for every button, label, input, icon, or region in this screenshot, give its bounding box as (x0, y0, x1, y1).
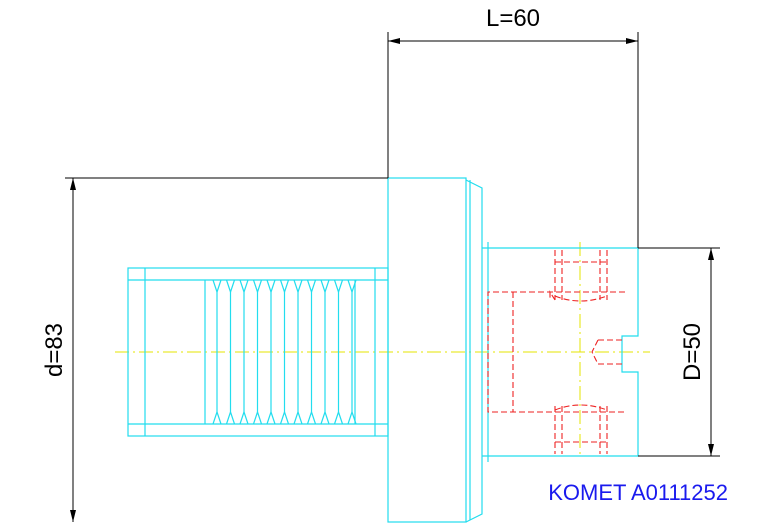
dimension-shank-diameter: D=50 (638, 247, 720, 457)
thread-groove-line (333, 279, 340, 293)
dimension-flange-diameter: d=83 (41, 177, 388, 522)
flange-diameter-label: d=83 (41, 323, 68, 377)
dimension-length: L=60 (387, 5, 639, 248)
thread-groove-line (270, 279, 276, 293)
thread-groove-line (270, 411, 276, 425)
thread-groove-line (243, 411, 249, 425)
hidden-bore (487, 290, 625, 413)
hidden-cross-hole-top (554, 250, 608, 302)
thread-groove-line (216, 279, 222, 293)
thread-groove-line (239, 279, 245, 293)
thread-groove-line (320, 411, 326, 425)
thread-groove-line (216, 411, 222, 425)
shank-diameter-label: D=50 (679, 323, 706, 381)
thread-groove-line (212, 411, 218, 425)
thread-groove-line (293, 411, 299, 425)
thread-groove-line (306, 411, 313, 425)
thread-groove-line (225, 411, 232, 425)
thread-groove-line (283, 411, 290, 425)
thread-groove-line (324, 411, 330, 425)
thread-groove-line (324, 279, 330, 293)
thread-groove-line (283, 279, 290, 293)
length-label: L=60 (486, 5, 540, 32)
thread-groove-line (306, 279, 313, 293)
thread-groove-line (297, 279, 303, 293)
thread-groove-line (243, 279, 249, 293)
thread-groove-line (337, 279, 344, 293)
thread-groove-line (351, 279, 357, 293)
thread-groove-line (279, 411, 286, 425)
thread-groove-line (310, 411, 317, 425)
part-label: KOMET A0111252 (548, 480, 728, 505)
thread-groove-line (252, 411, 259, 425)
thread-groove-line (229, 279, 236, 293)
thread-groove-line (297, 411, 303, 425)
thread-groove-line (256, 279, 263, 293)
thread-groove-line (347, 411, 353, 425)
hidden-center-hole (591, 339, 622, 365)
thread-groove-line (337, 411, 344, 425)
flange (387, 177, 483, 523)
thread-groove-line (279, 279, 286, 293)
thread-groove-line (351, 411, 357, 425)
thread-groove-line (333, 411, 340, 425)
thread-groove-line (310, 279, 317, 293)
thread-lines (212, 279, 357, 425)
thread-groove-line (239, 411, 245, 425)
front-shank (482, 242, 639, 462)
hidden-cross-hole-bottom (554, 404, 608, 454)
thread-groove-line (347, 279, 353, 293)
thread-groove-line (252, 279, 259, 293)
thread-groove-line (266, 279, 272, 293)
thread-groove-line (225, 279, 232, 293)
thread-groove-line (229, 411, 236, 425)
thread-groove-line (320, 279, 326, 293)
thread-groove-line (293, 279, 299, 293)
thread-groove-line (256, 411, 263, 425)
thread-groove-line (212, 279, 218, 293)
thread-groove-line (266, 411, 272, 425)
